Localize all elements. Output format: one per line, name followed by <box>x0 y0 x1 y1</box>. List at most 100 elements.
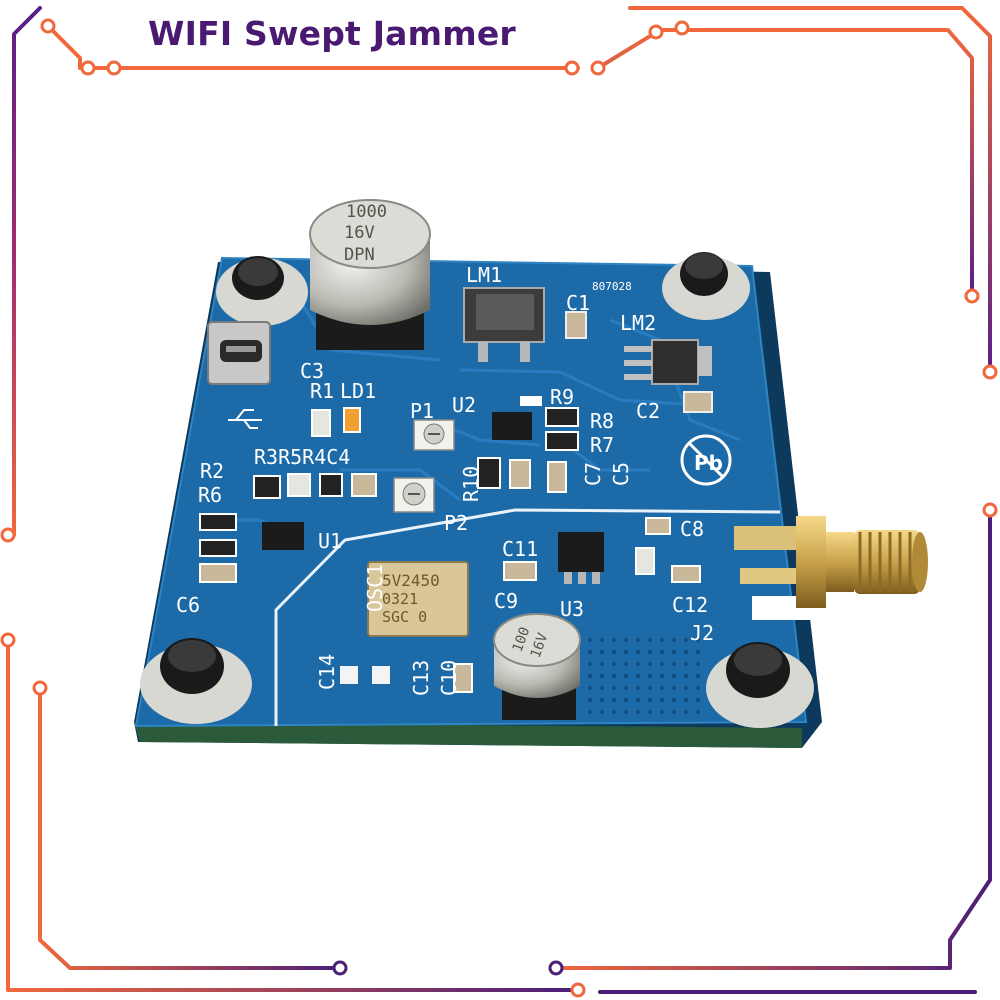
potentiometer-p1 <box>413 419 455 451</box>
oscillator-osc1: 5V2450 0321 SGC 0 <box>367 561 469 637</box>
via-hole <box>683 649 689 655</box>
label-c11: C11 <box>502 537 538 561</box>
label-c8: C8 <box>680 517 704 541</box>
label-c7: C7 <box>581 462 605 486</box>
via-hole <box>695 637 701 643</box>
label-lm1: LM1 <box>466 263 502 287</box>
via-hole <box>635 697 641 703</box>
product-title: WIFI Swept Jammer <box>148 14 516 53</box>
label-c5: C5 <box>609 462 633 486</box>
via-hole <box>647 637 653 643</box>
mounting-standoff-bottom-right <box>706 642 814 728</box>
label-r6: R6 <box>198 483 222 507</box>
via-hole <box>635 673 641 679</box>
via-hole <box>599 697 605 703</box>
via-hole <box>623 685 629 691</box>
label-u2: U2 <box>452 393 476 417</box>
label-c10: C10 <box>437 660 461 696</box>
via-hole <box>659 637 665 643</box>
via-hole <box>695 709 701 715</box>
smd-components <box>199 311 713 693</box>
label-ld1: LD1 <box>340 379 376 403</box>
via-hole <box>647 697 653 703</box>
via-hole <box>683 709 689 715</box>
usb-symbol-icon <box>228 409 262 429</box>
label-c13: C13 <box>409 660 433 696</box>
sma-connector-j2 <box>734 516 928 620</box>
osc-marking-lot: SGC 0 <box>382 608 427 626</box>
label-c2: C2 <box>636 399 660 423</box>
via-hole <box>599 709 605 715</box>
silkscreen-labels: LM1 807028 C1 LM2 C2 C3 R1 LD1 P1 U2 R9 … <box>176 263 714 696</box>
via-hole <box>671 649 677 655</box>
regulator-lm1 <box>463 287 545 362</box>
via-hole <box>695 661 701 667</box>
via-hole <box>587 709 593 715</box>
via-hole <box>659 673 665 679</box>
via-hole <box>671 685 677 691</box>
via-hole <box>695 673 701 679</box>
osc-marking-date: 0321 <box>382 590 418 608</box>
via-hole <box>695 649 701 655</box>
label-c6: C6 <box>176 593 200 617</box>
label-osc1: OSC1 <box>363 564 387 612</box>
via-hole <box>647 685 653 691</box>
via-hole <box>635 637 641 643</box>
capacitor-100uf: 100 16V <box>493 613 581 720</box>
via-hole <box>623 673 629 679</box>
label-p1: P1 <box>410 399 434 423</box>
via-hole <box>671 637 677 643</box>
via-hole <box>647 673 653 679</box>
via-hole <box>611 637 617 643</box>
via-hole <box>683 673 689 679</box>
via-hole <box>695 685 701 691</box>
regulator-lm2 <box>624 339 712 385</box>
via-hole <box>635 649 641 655</box>
potentiometer-p2 <box>393 477 435 513</box>
via-hole <box>611 673 617 679</box>
via-hole <box>683 661 689 667</box>
via-grid <box>587 637 701 715</box>
via-hole <box>623 661 629 667</box>
label-c3: C3 <box>300 359 324 383</box>
mounting-standoff-top-right <box>662 252 750 320</box>
via-hole <box>599 649 605 655</box>
label-c14: C14 <box>315 654 339 690</box>
via-hole <box>659 649 665 655</box>
via-hole <box>647 649 653 655</box>
osc-marking-part: 5V2450 <box>382 571 440 590</box>
label-board-code: 807028 <box>592 280 632 293</box>
pb-free-icon: Pb <box>680 434 732 486</box>
label-r10: R10 <box>459 466 483 502</box>
via-hole <box>671 661 677 667</box>
via-hole <box>623 637 629 643</box>
label-c9: C9 <box>494 589 518 613</box>
via-hole <box>635 685 641 691</box>
cap-marking-value: 1000 <box>346 202 387 222</box>
via-hole <box>623 697 629 703</box>
via-hole <box>635 709 641 715</box>
mounting-standoff-top-left <box>216 256 308 326</box>
cap-marking-voltage: 16V <box>344 223 375 243</box>
label-r7: R7 <box>590 433 614 457</box>
label-lm2: LM2 <box>620 311 656 335</box>
via-hole <box>587 661 593 667</box>
via-hole <box>623 649 629 655</box>
via-hole <box>587 673 593 679</box>
via-hole <box>635 661 641 667</box>
label-j2: J2 <box>690 621 714 645</box>
frame-nodes <box>0 18 998 998</box>
label-p2: P2 <box>444 511 468 535</box>
via-hole <box>587 649 593 655</box>
via-hole <box>695 697 701 703</box>
capacitor-1000uf: 1000 16V DPN <box>309 199 431 350</box>
via-hole <box>659 709 665 715</box>
via-hole <box>587 685 593 691</box>
via-hole <box>587 697 593 703</box>
label-r1: R1 <box>310 379 334 403</box>
via-hole <box>599 685 605 691</box>
via-hole <box>587 637 593 643</box>
via-hole <box>611 685 617 691</box>
via-hole <box>599 673 605 679</box>
